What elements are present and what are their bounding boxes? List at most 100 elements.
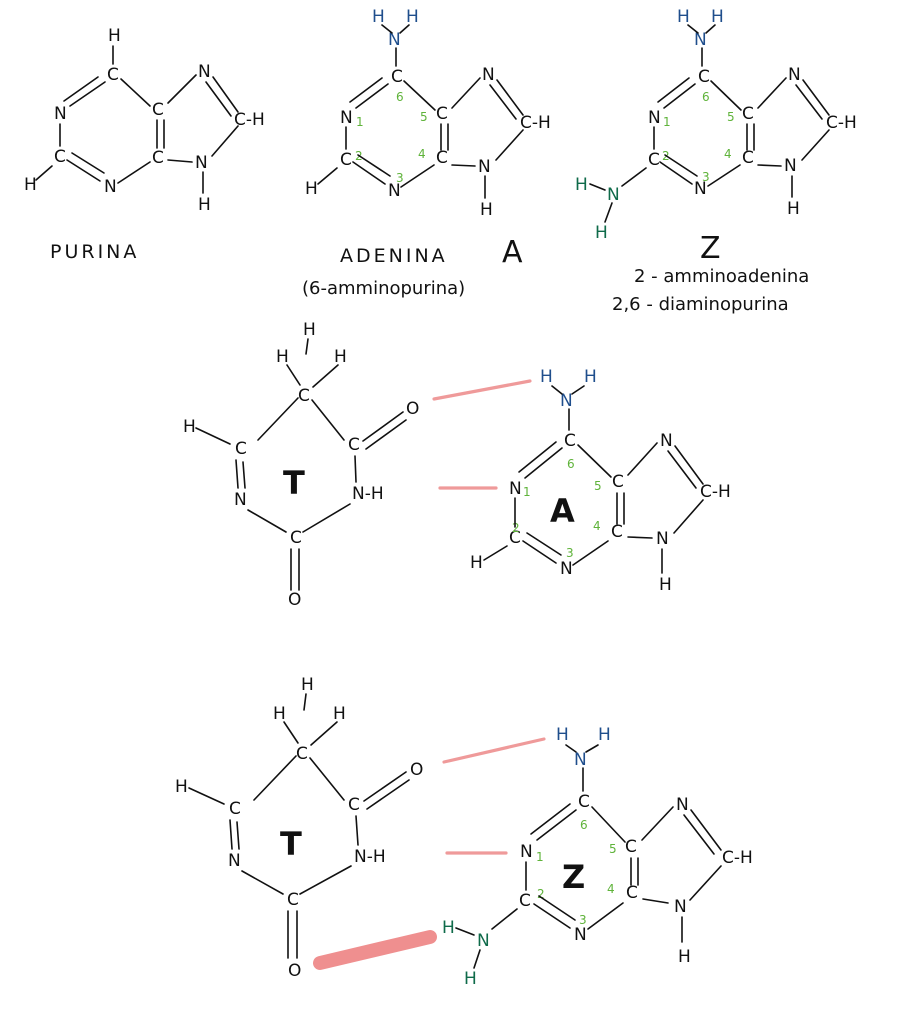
purine-c2: C <box>54 147 66 167</box>
z2-c8: C-H <box>722 848 753 868</box>
z2-c2: C <box>519 891 531 911</box>
tz-hbond-bottom <box>313 930 437 970</box>
t2-n3h: N-H <box>354 847 386 867</box>
a1-c5: C <box>612 472 624 492</box>
z-num-3: 3 <box>702 170 710 184</box>
adenine-h2: H <box>305 179 318 199</box>
z-amino-h1: H <box>677 7 690 27</box>
z-num-1: 1 <box>663 115 671 129</box>
z2-num-2: 2 <box>537 887 545 901</box>
thymine-adenine-pair: H H H C H C N C O N-H C O T <box>183 320 731 610</box>
z2-c4: C <box>626 883 638 903</box>
adenine-n1: N <box>340 108 353 128</box>
z-num-5: 5 <box>727 110 735 124</box>
a1-h2: H <box>470 553 483 573</box>
z-amino2-h1: H <box>575 175 588 195</box>
z2-h9: H <box>678 947 691 967</box>
t1-letter: T <box>283 464 305 502</box>
t1-c2: C <box>290 528 302 548</box>
z2-amino2-h1: H <box>442 918 455 938</box>
t2-h6: H <box>175 777 188 797</box>
z-c5: C <box>742 104 754 124</box>
a1-amino-n: N <box>560 391 573 411</box>
purine-c6: C <box>107 65 119 85</box>
t1-o2: O <box>288 590 301 610</box>
adenine-num-3: 3 <box>396 171 404 185</box>
z2-amino-h1: H <box>556 725 569 745</box>
z-num-6: 6 <box>702 90 710 104</box>
z2-letter: Z <box>562 858 585 896</box>
adenine-letter: A <box>502 235 523 270</box>
adenine-n9: N <box>478 157 491 177</box>
adenine-amino-h1: H <box>372 7 385 27</box>
a1-amino-h1: H <box>540 367 553 387</box>
z-num-4: 4 <box>724 147 732 161</box>
z-amino-n: N <box>694 30 707 50</box>
diaminopurine-2: H H N C 6 N 1 C 2 N 3 C 4 C 5 N C-H N H … <box>442 725 753 989</box>
t2-n1: N <box>228 851 241 871</box>
z2-num-3: 3 <box>579 913 587 927</box>
z-amino-h2: H <box>711 7 724 27</box>
z-letter: Z <box>700 231 721 266</box>
purine-n7: N <box>198 62 211 82</box>
t2-o4: O <box>410 760 423 780</box>
adenine-structure: H H N C 6 N 1 C 2 H N 3 C 4 C 5 N C-H N … <box>302 7 551 299</box>
t2-c4: C <box>348 795 360 815</box>
purine-top-h: H <box>108 26 121 46</box>
a1-n3: N <box>560 559 573 579</box>
z2-num-6: 6 <box>580 818 588 832</box>
adenine-num-5: 5 <box>420 110 428 124</box>
adenine-c2: C <box>340 150 352 170</box>
a1-c8: C-H <box>700 482 731 502</box>
purine-n1: N <box>54 104 67 124</box>
z2-c5: C <box>625 837 637 857</box>
ta-hbond-top <box>432 379 532 401</box>
t2-letter: T <box>280 825 302 863</box>
z2-amino-h2: H <box>598 725 611 745</box>
a1-num-4: 4 <box>593 519 601 533</box>
a1-num-1: 1 <box>523 485 531 499</box>
t1-n1: N <box>234 490 247 510</box>
t1-c4: C <box>348 435 360 455</box>
z-n3: N <box>694 179 707 199</box>
a1-c4: C <box>611 522 623 542</box>
adenine-h9: H <box>480 200 493 220</box>
adenine-c6: C <box>391 67 403 87</box>
z2-n3: N <box>574 925 587 945</box>
purine-c5: C <box>152 100 164 120</box>
z-c8: C-H <box>826 113 857 133</box>
t1-o4: O <box>406 399 419 419</box>
t2-c6: C <box>229 799 241 819</box>
a1-c6: C <box>564 431 576 451</box>
z2-num-1: 1 <box>536 850 544 864</box>
z-n1: N <box>648 108 661 128</box>
adenine-num-6: 6 <box>396 90 404 104</box>
z-sublabel-2: 2,6 - diaminopurina <box>612 294 789 315</box>
z-c6: C <box>698 67 710 87</box>
purine-label: PURINA <box>50 241 139 263</box>
thymine-diaminopurine-pair: H H H C H C N C O N-H C O T <box>175 675 753 989</box>
t1-n3h: N-H <box>352 484 384 504</box>
thymine-1: H H H C H C N C O N-H C O T <box>183 320 419 610</box>
t1-h6: H <box>183 417 196 437</box>
a1-num-6: 6 <box>567 457 575 471</box>
adenine-amino-n: N <box>388 30 401 50</box>
a1-num-2: 2 <box>512 521 520 535</box>
purine-n9: N <box>195 153 208 173</box>
z-amino2-h2: H <box>595 223 608 243</box>
purine-structure: H C N C H N C C N C-H N H <box>24 26 265 263</box>
purine-h9: H <box>198 195 211 215</box>
z-c2: C <box>648 150 660 170</box>
a1-letter: A <box>550 492 575 530</box>
z-n9: N <box>784 156 797 176</box>
t2-methyl-h-left: H <box>273 704 286 724</box>
a1-amino-h2: H <box>584 367 597 387</box>
t1-c6: C <box>235 439 247 459</box>
adenine-c5: C <box>436 104 448 124</box>
z2-c6: C <box>578 792 590 812</box>
adenine-num-4: 4 <box>418 147 426 161</box>
adenine-label: ADENINA <box>340 245 448 267</box>
z2-n9: N <box>674 897 687 917</box>
purine-h2: H <box>24 175 37 195</box>
